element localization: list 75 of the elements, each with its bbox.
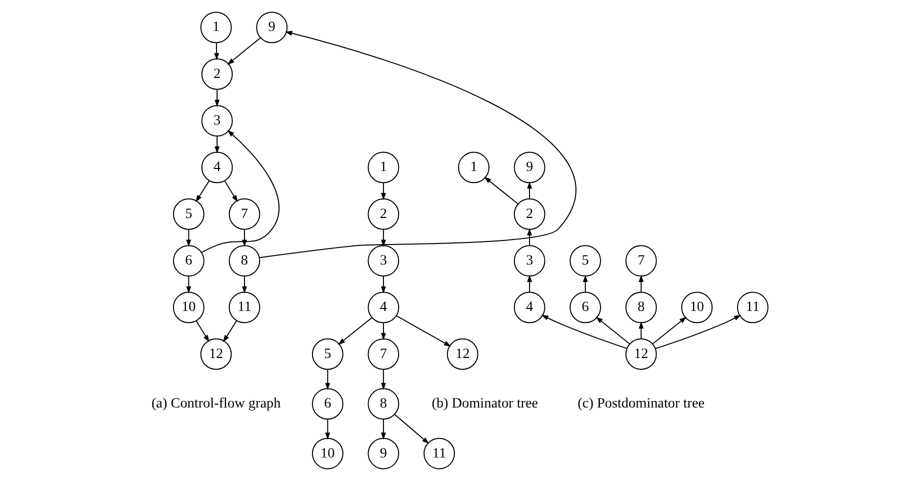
node-circle: 5 xyxy=(312,338,344,370)
arrow xyxy=(224,180,238,202)
node-circle: 11 xyxy=(228,292,260,324)
node-circle: 2 xyxy=(514,198,546,230)
arrow xyxy=(186,276,192,294)
node-circle: 1 xyxy=(368,152,400,184)
node-circle: 7 xyxy=(228,198,260,230)
node-circle: 10 xyxy=(312,438,344,470)
arrow xyxy=(214,90,220,107)
arrow xyxy=(196,180,210,202)
arrow xyxy=(527,228,532,246)
label: (b) Dominator tree xyxy=(432,396,538,412)
arrow xyxy=(201,130,280,253)
node-circle: 9 xyxy=(256,12,288,44)
node-circle: 9 xyxy=(368,438,400,470)
label: (c) Postdominator tree xyxy=(578,396,705,412)
arrow xyxy=(652,316,687,344)
arrow xyxy=(527,274,532,292)
arrow xyxy=(242,276,247,294)
node-circle: 10 xyxy=(172,292,204,324)
node-circle: 5 xyxy=(570,245,602,277)
arrow xyxy=(596,316,630,344)
arrow xyxy=(380,323,386,340)
node-circle: 7 xyxy=(368,338,400,370)
arrow xyxy=(338,317,372,345)
arrow xyxy=(223,320,238,342)
arrow xyxy=(196,320,210,342)
node-circle: 1 xyxy=(200,12,232,44)
arrow xyxy=(260,30,576,258)
node-circle: 1 xyxy=(458,152,490,184)
node-circle: 4 xyxy=(368,292,400,324)
node-circle: 2 xyxy=(368,198,400,230)
arrow xyxy=(527,182,532,199)
node-circle: 11 xyxy=(737,292,768,324)
arrow xyxy=(380,183,386,200)
node-circle: 5 xyxy=(172,198,204,230)
node-circle: 4 xyxy=(514,292,546,324)
arrow xyxy=(325,419,330,440)
node-circle: 3 xyxy=(514,245,546,277)
arrow xyxy=(638,322,644,339)
label: (a) Control-flow graph xyxy=(151,396,281,412)
arrow xyxy=(186,230,192,247)
arrow xyxy=(582,274,588,292)
node-circle: 7 xyxy=(625,245,657,277)
arrow xyxy=(214,136,220,154)
arrow xyxy=(655,314,742,350)
node-circle: 11 xyxy=(424,438,455,470)
arrow xyxy=(380,230,386,247)
arrow xyxy=(380,419,386,440)
node-circle: 8 xyxy=(625,292,657,324)
node-circle: 3 xyxy=(368,245,400,277)
arrow xyxy=(484,176,518,204)
node-circle: 6 xyxy=(312,388,344,420)
arrow xyxy=(394,414,430,444)
node-circle: 12 xyxy=(200,338,232,370)
node-circle: 9 xyxy=(514,152,546,184)
node-circle: 10 xyxy=(681,292,713,324)
arrow xyxy=(227,37,261,65)
arrow xyxy=(396,315,452,347)
node-circle: 12 xyxy=(625,338,657,370)
node-circle: 2 xyxy=(201,58,233,90)
arrow xyxy=(214,43,220,60)
arrow xyxy=(638,274,644,292)
arrow xyxy=(242,230,247,247)
node-circle: 4 xyxy=(201,152,233,184)
arrow xyxy=(325,369,330,390)
node-circle: 8 xyxy=(368,388,400,420)
node-circle: 8 xyxy=(228,245,260,277)
node-circle: 3 xyxy=(201,105,233,137)
node-circle: 6 xyxy=(570,292,602,324)
arrow xyxy=(541,314,627,349)
arrow xyxy=(380,276,386,294)
node-circle: 6 xyxy=(172,245,204,277)
arrow xyxy=(380,369,386,390)
node-circle: 12 xyxy=(446,338,478,370)
